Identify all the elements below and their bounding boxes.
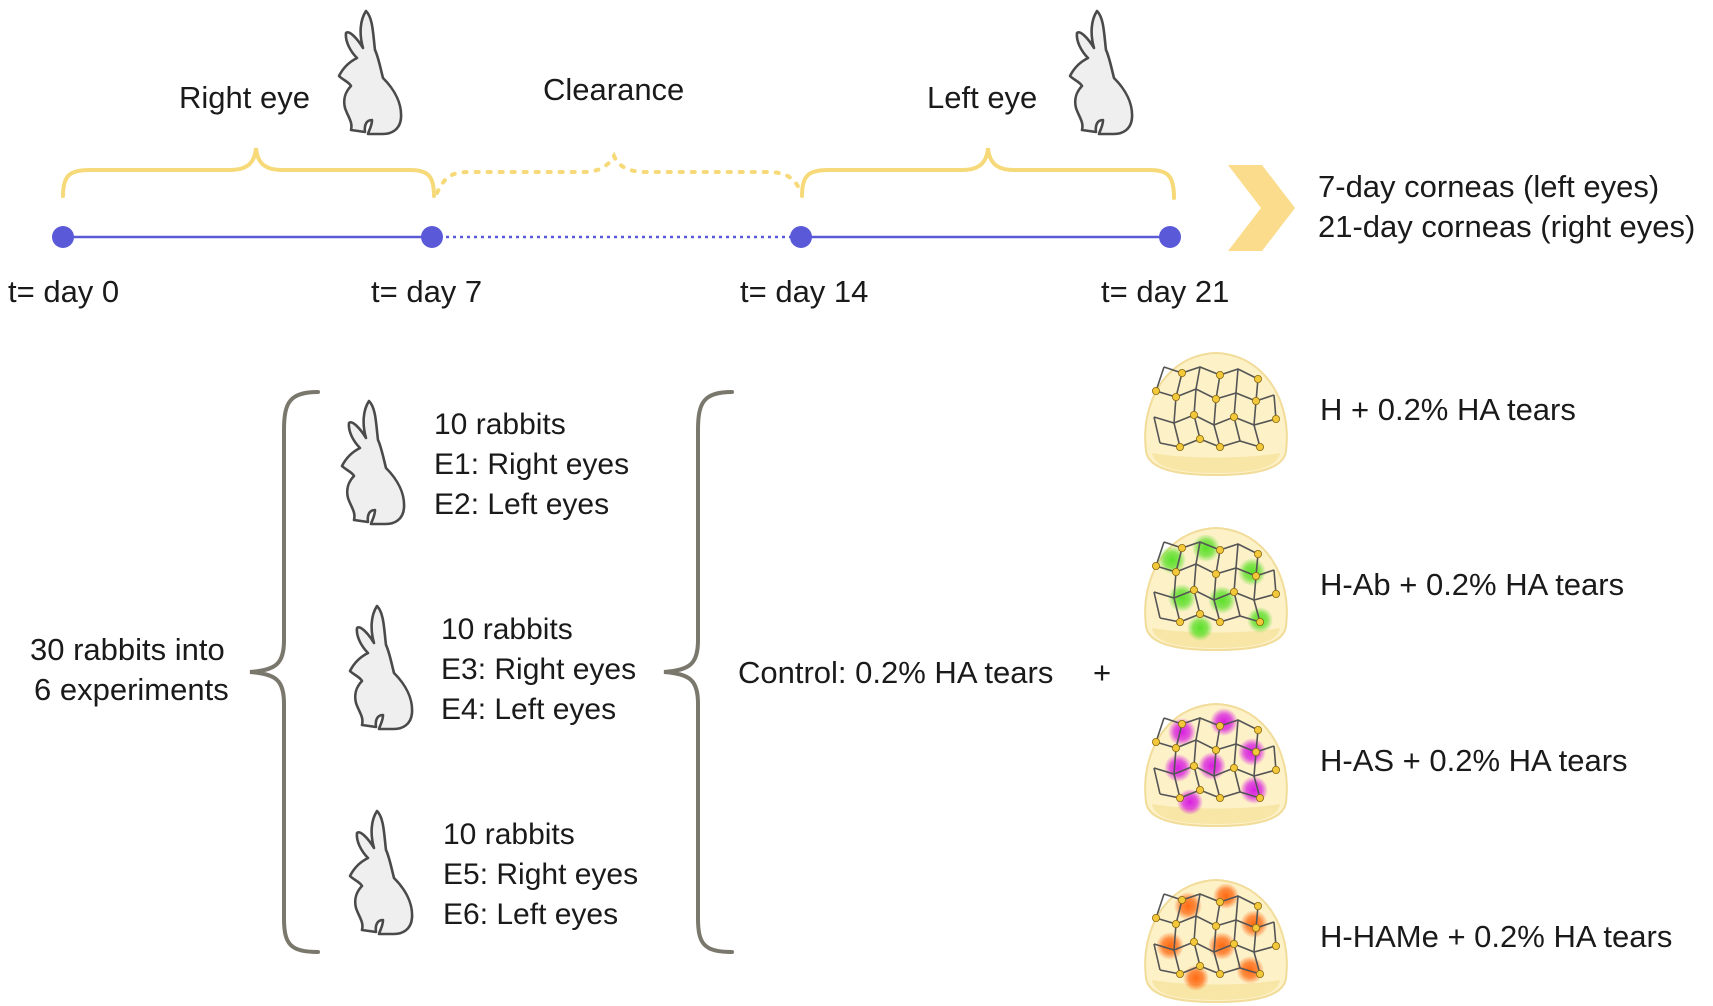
phase-label-right-eye: Right eye [179, 80, 310, 115]
timepoint-dot [52, 226, 74, 248]
rabbit-icon [348, 809, 414, 936]
phase-label-left-eye: Left eye [927, 80, 1037, 115]
treatment-item [1144, 878, 1288, 1004]
control-label: Control: 0.2% HA tears [738, 655, 1053, 690]
hydrogel-icon [1144, 702, 1288, 828]
rabbit-icon [337, 9, 403, 136]
treatment-label: H-Ab + 0.2% HA tears [1320, 567, 1624, 602]
timepoint-dot [1159, 226, 1181, 248]
experimental-design: 30 rabbits into 6 experiments 10 rabbits… [30, 351, 1672, 1004]
timepoint-dot [790, 226, 812, 248]
treatment-label: H-AS + 0.2% HA tears [1320, 743, 1628, 778]
treatment-label: H-HAMe + 0.2% HA tears [1320, 919, 1672, 954]
timeline: Right eye Clearance Left eye t= day 0 t=… [8, 9, 1695, 309]
timepoint-label: t= day 0 [8, 274, 119, 309]
timepoint-label: t= day 21 [1101, 274, 1229, 309]
phase-label-clearance: Clearance [543, 72, 684, 107]
brace-right-eye-phase [61, 147, 436, 198]
brace-groups-left [249, 390, 320, 954]
group-line: E3: Right eyes [441, 653, 636, 686]
chevron-right-icon [1228, 165, 1295, 251]
group-line: E1: Right eyes [434, 448, 629, 481]
treatment-item [1144, 526, 1288, 652]
timepoint-label: t= day 7 [371, 274, 482, 309]
timepoint-dot [421, 226, 443, 248]
group-line: 10 rabbits [441, 613, 573, 646]
hydrogel-icon [1144, 351, 1288, 477]
group-line: E5: Right eyes [443, 858, 638, 891]
group-line: E6: Left eyes [443, 898, 618, 931]
hydrogel-icon [1144, 878, 1288, 1004]
total-rabbits-label: 6 experiments [34, 672, 229, 707]
rabbit-icon [340, 399, 406, 526]
rabbit-icon [348, 604, 414, 731]
plus-sign: + [1093, 655, 1111, 690]
hydrogel-icon [1144, 526, 1288, 652]
brace-groups-right [663, 390, 734, 954]
total-rabbits-label: 30 rabbits into [30, 632, 225, 667]
brace-left-eye-phase [800, 147, 1176, 200]
treatment-item [1144, 351, 1288, 477]
treatment-item [1144, 702, 1288, 828]
treatment-label: H + 0.2% HA tears [1320, 392, 1576, 427]
group-line: 10 rabbits [434, 408, 566, 441]
brace-clearance-phase [435, 151, 802, 195]
antibody-particles [1158, 534, 1273, 641]
antiseptic-particles [1164, 708, 1268, 815]
timepoint-label: t= day 14 [740, 274, 868, 309]
rabbit-icon [1068, 9, 1134, 136]
group-line: E4: Left eyes [441, 693, 616, 726]
group-line: E2: Left eyes [434, 488, 609, 521]
group-line: 10 rabbits [443, 818, 575, 851]
outcome-label: 7-day corneas (left eyes) [1318, 169, 1659, 204]
outcome-label: 21-day corneas (right eyes) [1318, 209, 1695, 244]
